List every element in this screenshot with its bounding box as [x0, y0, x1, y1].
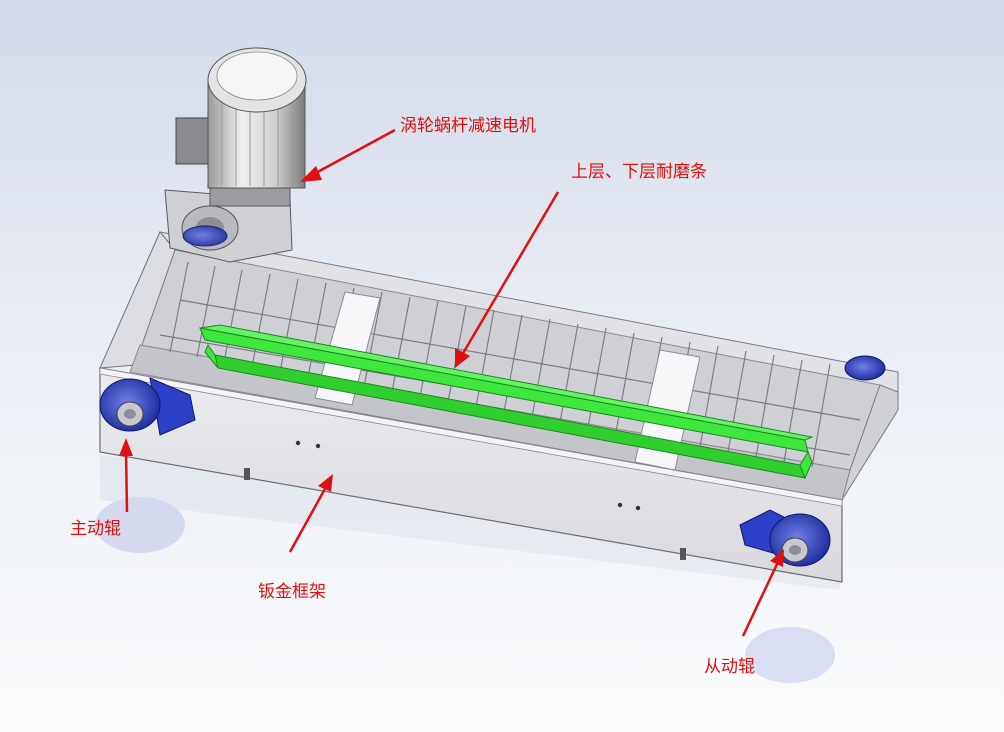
annotation-arrows [119, 128, 784, 637]
floor-reflection [95, 455, 840, 683]
drive-roller-label: 主动辊 [70, 519, 121, 539]
drive-roller [99, 377, 196, 436]
driven-roller-label: 从动辊 [704, 657, 755, 677]
frame-label: 钣金框架 [258, 582, 326, 602]
back-left-roller [182, 225, 228, 247]
worm-gear-motor [164, 47, 307, 263]
driven-roller [739, 509, 831, 567]
wear-strips-label: 上层、下层耐磨条 [571, 162, 707, 182]
back-right-roller [844, 355, 886, 381]
wear-strips [199, 324, 814, 480]
motor-label: 涡轮蜗杆减速电机 [400, 116, 536, 136]
